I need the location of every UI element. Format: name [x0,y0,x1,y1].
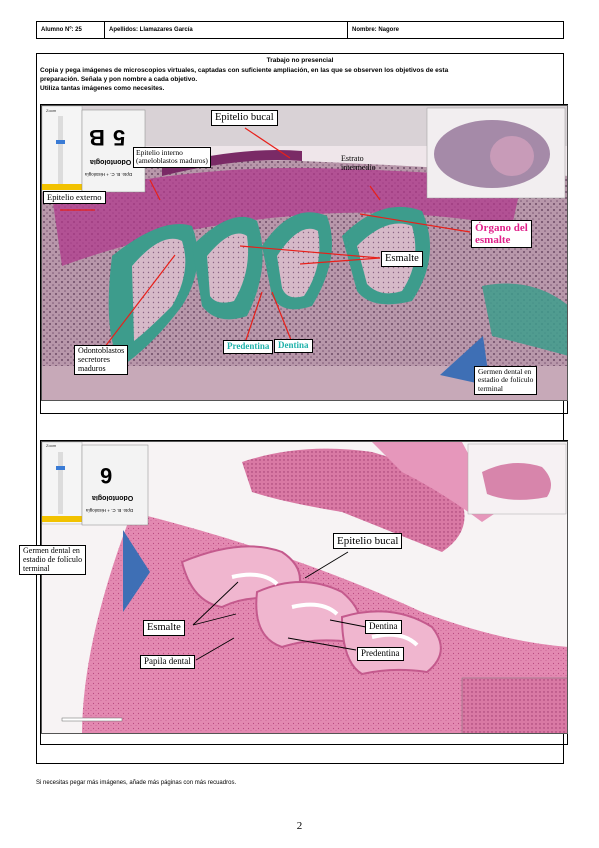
label-odonto-1a: Odontoblastos [78,346,125,355]
label-organo-1b: esmalte [475,234,511,247]
black-arrows-2 [192,551,367,661]
blue-arrow-2 [123,530,150,612]
task-instruction-1: Copia y pega imágenes de microscopios vi… [40,67,449,74]
label-germen-1c: terminal [478,383,503,393]
label-epitelio-interno-1b: (ameloblastos maduros) [136,156,208,166]
label-germen-dental-2: Germen dental en estadio de folículo ter… [19,545,87,576]
label-germen-1a: Germen dental en [478,367,532,376]
label-epitelio-interno-1a: Epitelio interno [136,148,183,157]
label-predentina-2: Predentina [357,647,404,661]
label-epitelio-externo-1: Epitelio externo [43,191,106,205]
footer-note: Si necesitas pegar más imágenes, añade m… [36,780,237,786]
label-estrato-1a: Estrato [341,154,364,163]
label-odonto-1c: maduros [78,363,106,373]
micrograph-2-image [42,442,567,733]
zoom-label-2: Zoom [46,443,57,448]
student-number: Alumno Nº: 25 [37,22,105,38]
label-predentina-1: Predentina [223,340,274,354]
label-epitelio-interno-1: Epitelio interno (ameloblastos maduros) [133,147,211,168]
zoom-label-1: Zoom [46,108,57,113]
task-instruction-2: preparación. Señala y pon nombre a cada … [40,76,198,83]
label-germen-2b: estadio de folículo [23,554,83,564]
label-papila-dental-2: Papila dental [140,655,195,669]
micrograph-2 [41,441,568,734]
red-arrows-1 [60,127,471,349]
label-epitelio-bucal-1: Epitelio bucal [211,110,278,126]
work-frame [36,53,564,764]
label-esmalte-2: Esmalte [143,620,185,636]
label-odonto-1b: secretores [78,354,110,364]
student-surname: Apellidos: Llamazares García [105,22,348,38]
label-germen-2a: Germen dental en [23,546,80,555]
label-organo-esmalte-1: Órgano del esmalte [471,220,532,249]
task-instruction-3: Utiliza tantas imágenes como necesites. [40,85,165,92]
student-name: Nombre: Nagore [352,27,400,33]
task-title: Trabajo no presencial [266,57,334,64]
label-germen-1b: estadio de folículo [478,375,534,385]
label-germen-dental-1: Germen dental en estadio de folículo ter… [474,366,538,395]
label-dentina-2: Dentina [365,620,402,634]
label-organo-1a: Órgano del [475,222,528,234]
page-number: 2 [296,820,303,832]
label-odontoblastos-1: Odontoblastos secretores maduros [74,345,129,376]
label-dentina-1: Dentina [274,339,313,353]
label-germen-2c: terminal [23,563,50,573]
student-header-table: Alumno Nº: 25 Apellidos: Llamazares Garc… [36,21,564,39]
label-estrato-1b: intermedio [341,162,376,172]
label-esmalte-1: Esmalte [381,251,423,267]
label-estrato-intermedio-1: Estrato intermedio [338,154,379,174]
label-epitelio-bucal-2: Epitelio bucal [333,533,403,550]
